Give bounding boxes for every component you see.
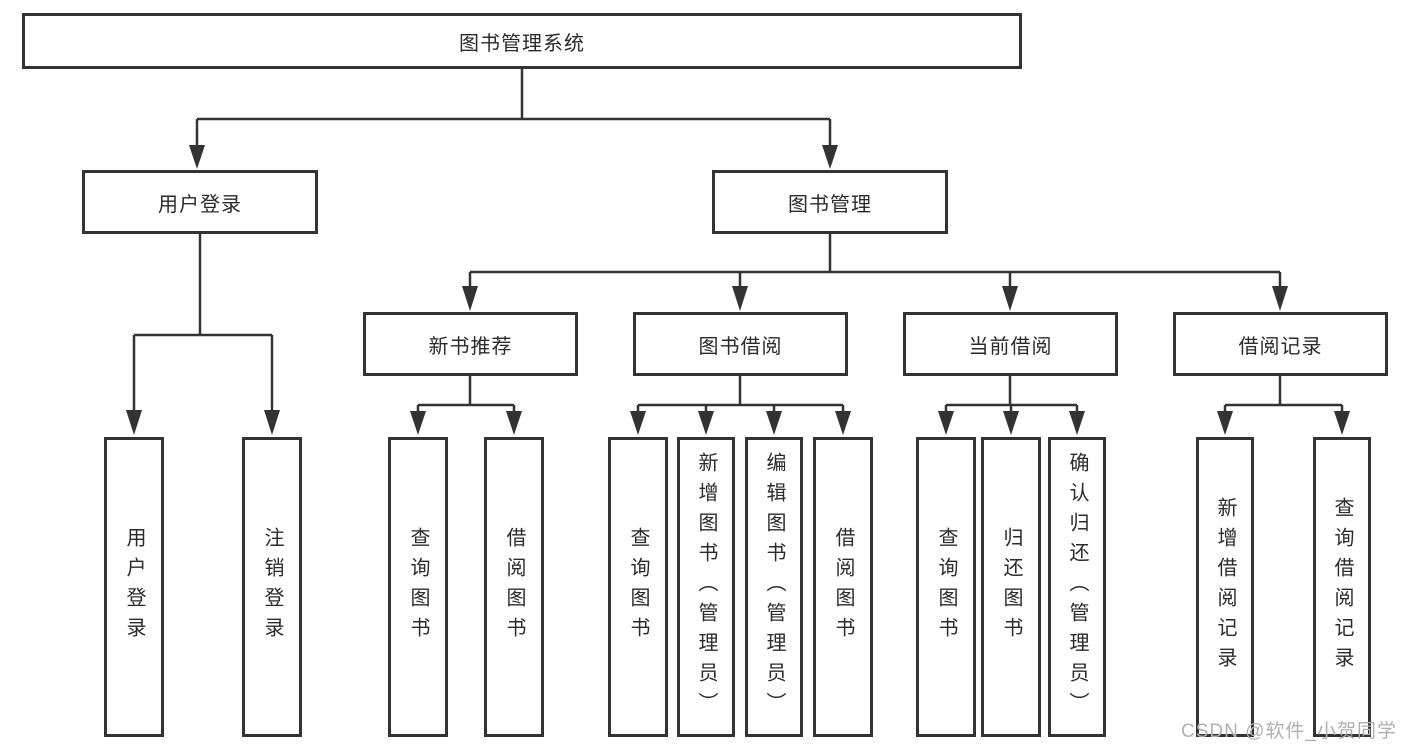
arrow-down-icon xyxy=(126,410,142,435)
leaf-user-login: 用户登录 xyxy=(104,437,164,737)
arrow-down-icon xyxy=(1002,286,1018,311)
leaf-br-add-borrow-record: 新增借阅记录 xyxy=(1196,437,1254,737)
arrow-down-icon xyxy=(630,411,646,435)
arrow-down-icon xyxy=(1003,411,1019,435)
arrow-down-icon xyxy=(822,145,838,169)
arrow-down-icon xyxy=(1272,286,1288,311)
arrow-down-icon xyxy=(732,286,748,311)
arrow-down-icon xyxy=(506,411,522,435)
leaf-cb-confirm-return-admin: 确认归还（管理员） xyxy=(1048,437,1106,737)
arrow-down-icon xyxy=(766,411,782,435)
node-new-book-recommend: 新书推荐 xyxy=(363,312,578,376)
csdn-watermark: CSDN @软件_小贺同学 xyxy=(1181,721,1397,742)
arrow-down-icon xyxy=(1069,411,1085,435)
leaf-bb-query-books: 查询图书 xyxy=(608,437,668,737)
node-root-library-system: 图书管理系统 xyxy=(22,13,1022,69)
arrow-down-icon xyxy=(189,145,205,169)
connector-root xyxy=(195,69,832,148)
arrow-down-icon xyxy=(698,411,714,435)
node-book-management: 图书管理 xyxy=(712,170,948,234)
node-current-borrowing: 当前借阅 xyxy=(903,312,1118,376)
node-borrow-records: 借阅记录 xyxy=(1173,312,1388,376)
leaf-nb-query-books: 查询图书 xyxy=(388,437,448,737)
arrow-down-icon xyxy=(938,411,954,435)
leaf-bb-add-books-admin: 新增图书（管理员） xyxy=(677,437,735,737)
arrow-down-icon xyxy=(462,286,478,311)
leaf-cb-query-books: 查询图书 xyxy=(916,437,976,737)
leaf-bb-edit-books-admin: 编辑图书（管理员） xyxy=(745,437,803,737)
leaf-logout: 注销登录 xyxy=(242,437,302,737)
connector-borrow-records xyxy=(1223,376,1344,412)
node-book-borrowing: 图书借阅 xyxy=(633,312,848,376)
leaf-br-query-borrow-record: 查询借阅记录 xyxy=(1313,437,1371,737)
arrow-down-icon xyxy=(410,411,426,435)
arrow-down-icon xyxy=(264,410,280,435)
leaf-nb-borrow-books: 借阅图书 xyxy=(484,437,544,737)
connector-new-book-recommend xyxy=(416,376,516,412)
arrow-down-icon xyxy=(835,411,851,435)
arrow-down-icon xyxy=(1334,411,1350,435)
node-user-login: 用户登录 xyxy=(82,170,318,234)
connector-book-borrowing xyxy=(636,376,845,412)
connector-current-borrowing xyxy=(944,376,1079,412)
connector-user-login xyxy=(132,234,274,412)
leaf-cb-return-books: 归还图书 xyxy=(981,437,1041,737)
connector-book-management xyxy=(468,234,1282,288)
arrow-down-icon xyxy=(1217,411,1233,435)
leaf-bb-borrow-books: 借阅图书 xyxy=(813,437,873,737)
